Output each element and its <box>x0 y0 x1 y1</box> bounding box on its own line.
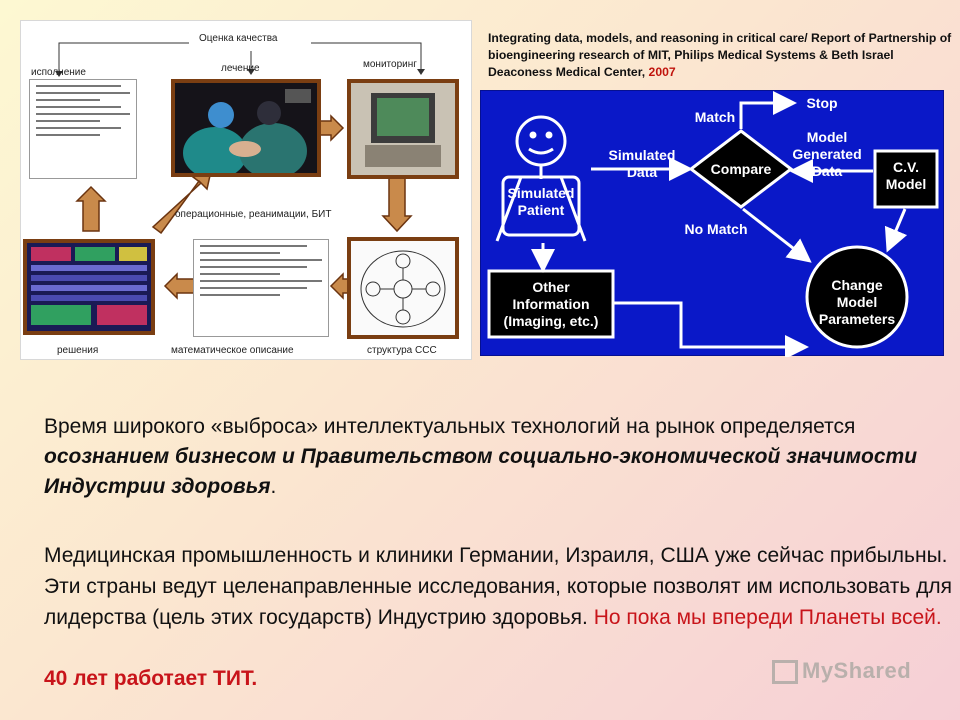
report-year: 2007 <box>648 65 676 79</box>
other-info-box <box>487 269 615 339</box>
flowchart-shapes <box>487 91 939 357</box>
decisions-screenshot <box>23 239 155 335</box>
paragraph-timing: Время широкого «выброса» интеллектуальны… <box>44 412 944 502</box>
execution-label: исполнение <box>31 67 86 78</box>
decisions-image <box>27 243 151 331</box>
other-information-text: Other Information (Imaging, etc.) <box>503 279 599 329</box>
presentation-icon <box>772 660 798 685</box>
paragraph-industry-text: Медицинская промышленность и клиники Гер… <box>44 544 952 629</box>
surgery-image <box>175 83 317 179</box>
simulated-data-text: Simulated Data <box>608 147 676 180</box>
no-match-text: No Match <box>684 221 748 237</box>
model-generated-data-text: Model Generated Data <box>792 129 862 179</box>
patient-figure <box>495 115 587 242</box>
compare-text: Compare <box>710 161 772 177</box>
match-text: Match <box>694 109 736 125</box>
cvs-structure-diagram <box>347 237 459 339</box>
treatment-label: лечение <box>221 63 260 74</box>
stop-text: Stop <box>806 95 838 111</box>
decisions-label: решения <box>57 345 99 356</box>
myshared-watermark: MyShared <box>772 658 912 685</box>
paragraph-timing-intro: Время широкого «выброса» интеллектуальны… <box>44 415 856 438</box>
monitoring-label: мониторинг <box>363 59 417 70</box>
cvs-structure-image <box>351 241 455 335</box>
cv-model-box <box>873 149 939 209</box>
watermark-text: MyShared <box>802 658 912 683</box>
paragraph-industry: Медицинская промышленность и клиники Гер… <box>44 540 956 633</box>
monitor-photo <box>347 79 459 179</box>
report-title-text: Integrating data, models, and reasoning … <box>488 31 952 79</box>
tit-statement: 40 лет работает ТИТ. <box>44 667 258 690</box>
execution-document <box>29 79 137 179</box>
medical-systems-diagram: Оценка качества исполнение лечение монит… <box>20 20 472 360</box>
compare-diamond <box>688 129 794 209</box>
paragraph-timing-period: . <box>270 475 277 498</box>
change-model-parameters-text: Change Model Parameters <box>818 277 896 327</box>
flow-arrows <box>531 91 908 357</box>
paragraph-timing-emphasis: осознанием бизнесом и Правительством соц… <box>44 445 918 498</box>
math-description-label: математическое описание <box>171 345 294 356</box>
monitor-image <box>351 83 455 175</box>
critical-care-flowchart: Simulated Patient Simulated Data Compare… <box>480 90 944 357</box>
cv-model-text: C.V. Model <box>885 159 927 192</box>
simulated-patient-text: Simulated Patient <box>507 185 575 218</box>
operating-rooms-label: операционные, реанимации, БИТ <box>175 209 332 220</box>
paragraph-industry-highlight: Но пока мы впереди Планеты всей. <box>593 606 942 629</box>
cvs-structure-label: структура ССС <box>367 345 437 356</box>
report-title: Integrating data, models, and reasoning … <box>488 30 953 81</box>
math-description-document <box>193 239 329 337</box>
change-params-circle <box>805 245 909 349</box>
surgery-photo <box>171 79 321 179</box>
quality-assessment-label: Оценка качества <box>199 33 278 44</box>
